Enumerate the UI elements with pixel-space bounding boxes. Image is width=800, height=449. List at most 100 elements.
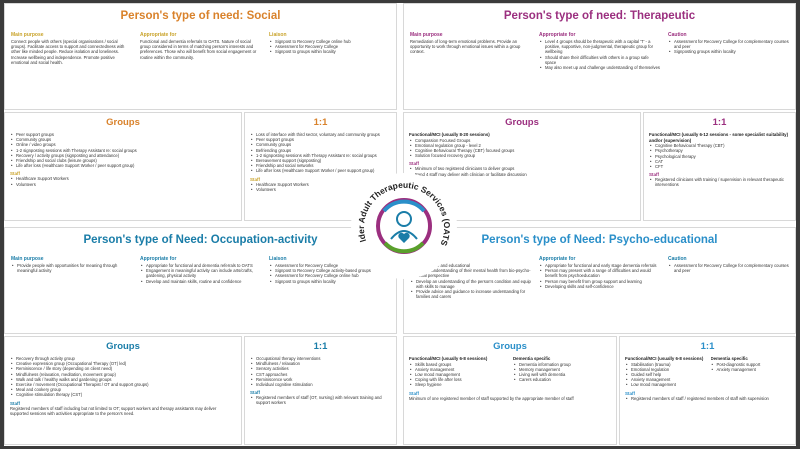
social-main-purpose: Main purpose Connect people with others … <box>11 32 132 105</box>
list-item: Friendship and social networks <box>250 163 391 168</box>
occupation-one-box: 1:1 Occupational therapy interventions M… <box>244 336 397 445</box>
therapeutic-caution: Caution Assessment for Recovery College … <box>668 32 789 105</box>
list-item: Minimum of two registered clinicians to … <box>409 166 635 171</box>
list-item: Recovery / activity groups (signposting … <box>10 153 236 158</box>
psycho-one-staff-head: Staff <box>625 390 635 396</box>
psycho-one-right-list: Post-diagnostic support Anxiety manageme… <box>711 362 791 373</box>
list-item: Cognitive stimulation therapy (CST) <box>10 392 236 397</box>
list-item: Assessment for Recovery College online h… <box>269 273 390 278</box>
list-item: Skills based groups <box>409 362 507 367</box>
list-item: Meal and cookery group <box>10 387 236 392</box>
occupation-one-staff-list: Registered members of staff (OT, nursing… <box>250 395 391 405</box>
person-head-icon <box>396 211 412 227</box>
list-item: Healthcare Support Workers <box>10 176 236 181</box>
therapeutic-appropriate-list: Level 4 groups should be therapeutic wit… <box>539 39 660 70</box>
heart-icon <box>398 232 410 243</box>
list-item: Cognitive Behavioural Therapy (CBT) focu… <box>409 148 635 153</box>
list-item: Volunteers <box>10 182 236 187</box>
therapeutic-caution-list: Assessment for Recovery College for comp… <box>668 39 789 55</box>
list-item: Peer support groups <box>250 137 391 142</box>
list-item: Anxiety management <box>409 367 507 372</box>
list-item: Signpost to Recovery College activity-ba… <box>269 268 390 273</box>
list-item: Person may present with a range of diffi… <box>539 268 660 278</box>
list-item: Provide advice and guidance to increase … <box>410 289 531 299</box>
occupation-one-staff-head: Staff <box>250 390 260 396</box>
psycho-groups-title: Groups <box>493 341 527 352</box>
list-item: Psychological therapy <box>649 154 790 159</box>
list-item: Living well with dementia <box>513 372 611 377</box>
social-appropriate: Appropriate for Functional and dementia … <box>140 32 261 105</box>
occupation-appropriate-list: Appropriate for functional and dementia … <box>140 263 261 284</box>
psycho-groups-staff-head: Staff <box>409 390 419 396</box>
psycho-one-left-head: Functional/MCI (usually 6-8 sessions) <box>625 356 704 361</box>
social-appropriate-text: Functional and dementia referrals to OAT… <box>140 39 257 60</box>
social-groups-staff-head: Staff <box>10 171 20 177</box>
list-item: Post-diagnostic support <box>711 362 791 367</box>
list-item: Engagement in meaningful activity can in… <box>140 268 261 278</box>
list-item: Person may benefit from group support an… <box>539 279 660 284</box>
list-item: Level 4 groups should be therapeutic wit… <box>539 39 660 55</box>
social-groups-title: Groups <box>106 117 140 128</box>
occupation-quadrant: Person's type of Need: Occupation-activi… <box>4 227 397 445</box>
list-item: CST approaches <box>250 372 391 377</box>
occupation-groups-box: Groups Recovery through activity group C… <box>4 336 242 445</box>
social-groups-list: Peer support groups Community groups Onl… <box>10 132 236 169</box>
social-quadrant: Person's type of need: Social Main purpo… <box>4 3 397 221</box>
social-one-title: 1:1 <box>313 117 328 128</box>
list-item: May also meet up and challenge understan… <box>539 65 660 70</box>
list-item: Emotional regulation <box>625 367 705 372</box>
psycho-title: Person's type of Need: Psycho-educationa… <box>481 234 718 246</box>
list-item: Should share their difficulties with oth… <box>539 55 660 65</box>
therapeutic-appropriate: Appropriate for Level 4 groups should be… <box>539 32 660 105</box>
occupation-appropriate: Appropriate for Appropriate for function… <box>140 256 261 329</box>
list-item: Healthcare Support Workers <box>250 182 391 187</box>
list-item: Registered members of staff (OT, nursing… <box>250 395 391 405</box>
list-item: Community groups <box>250 142 391 147</box>
list-item: Dementia information group <box>513 362 611 367</box>
list-item: Mindfulness / relaxation <box>250 361 391 366</box>
occupation-appropriate-head: Appropriate for <box>140 256 177 262</box>
list-item: Guided self help <box>625 372 705 377</box>
list-item: Assessment for Recovery College for comp… <box>668 263 789 273</box>
psycho-one-staff-list: Registered members of staff / registered… <box>625 396 790 401</box>
social-purpose-box: Person's type of need: Social Main purpo… <box>4 3 397 110</box>
therapeutic-main-purpose: Main purpose Remediation of long-term em… <box>410 32 531 105</box>
list-item: Appropriate for functional and dementia … <box>140 263 261 268</box>
social-main-purpose-text: Connect people with others (special orga… <box>11 39 125 65</box>
list-item: Mindfulness (relaxation, meditation, mov… <box>10 372 236 377</box>
social-one-staff-head: Staff <box>250 176 260 182</box>
list-item: Anxiety management <box>711 367 791 372</box>
list-item: Online / video groups <box>10 142 236 147</box>
social-liaison: Liaison Signpost to Recovery College onl… <box>269 32 390 105</box>
list-item: Signposting groups within locality <box>668 49 789 54</box>
person-body-icon <box>390 230 418 240</box>
list-item: Life after loss (Healthcare Support Work… <box>250 168 391 173</box>
list-item: Low mood management <box>625 382 705 387</box>
list-item: CAT <box>649 159 790 164</box>
social-main-purpose-head: Main purpose <box>11 32 44 38</box>
occupation-main-purpose: Main purpose Provide people with opportu… <box>11 256 132 329</box>
list-item: Occupational therapy interventions <box>250 356 391 361</box>
list-item: Walk and talk / healthy walks and garden… <box>10 377 236 382</box>
social-liaison-head: Liaison <box>269 32 287 38</box>
psycho-purpose-box: Person's type of Need: Psycho-educationa… <box>403 227 796 334</box>
psycho-groups-box: Groups Functional/MCI (usually 6-8 sessi… <box>403 336 617 445</box>
social-liaison-list: Signpost to Recovery College online hub … <box>269 39 390 55</box>
psycho-one-box: 1:1 Functional/MCI (usually 6-8 sessions… <box>619 336 796 445</box>
psycho-appropriate: Appropriate for Appropriate for function… <box>539 256 660 329</box>
list-item: Coping with life after loss <box>409 377 507 382</box>
list-item: Community groups <box>10 137 236 142</box>
therapeutic-quadrant: Person's type of need: Therapeutic Main … <box>403 3 796 221</box>
psycho-one-left-list: Stabilisation (trauma) Emotional regulat… <box>625 362 705 388</box>
list-item: Reminiscence work <box>250 377 391 382</box>
psycho-groups-staff-text: Minimum of one registered member of staf… <box>409 395 574 401</box>
list-item: Sensory activities <box>250 366 391 371</box>
therapeutic-caution-head: Caution <box>668 32 687 38</box>
therapeutic-groups-title: Groups <box>505 117 539 128</box>
occupation-one-list: Occupational therapy interventions Mindf… <box>250 356 391 387</box>
occupation-groups-staff-head: Staff <box>10 400 20 406</box>
list-item: Registered members of staff / registered… <box>625 396 790 401</box>
list-item: Creative expression group (Occupational … <box>10 361 236 366</box>
psycho-appropriate-head: Appropriate for <box>539 256 576 262</box>
list-item: Provide people with opportunities for me… <box>11 263 132 273</box>
